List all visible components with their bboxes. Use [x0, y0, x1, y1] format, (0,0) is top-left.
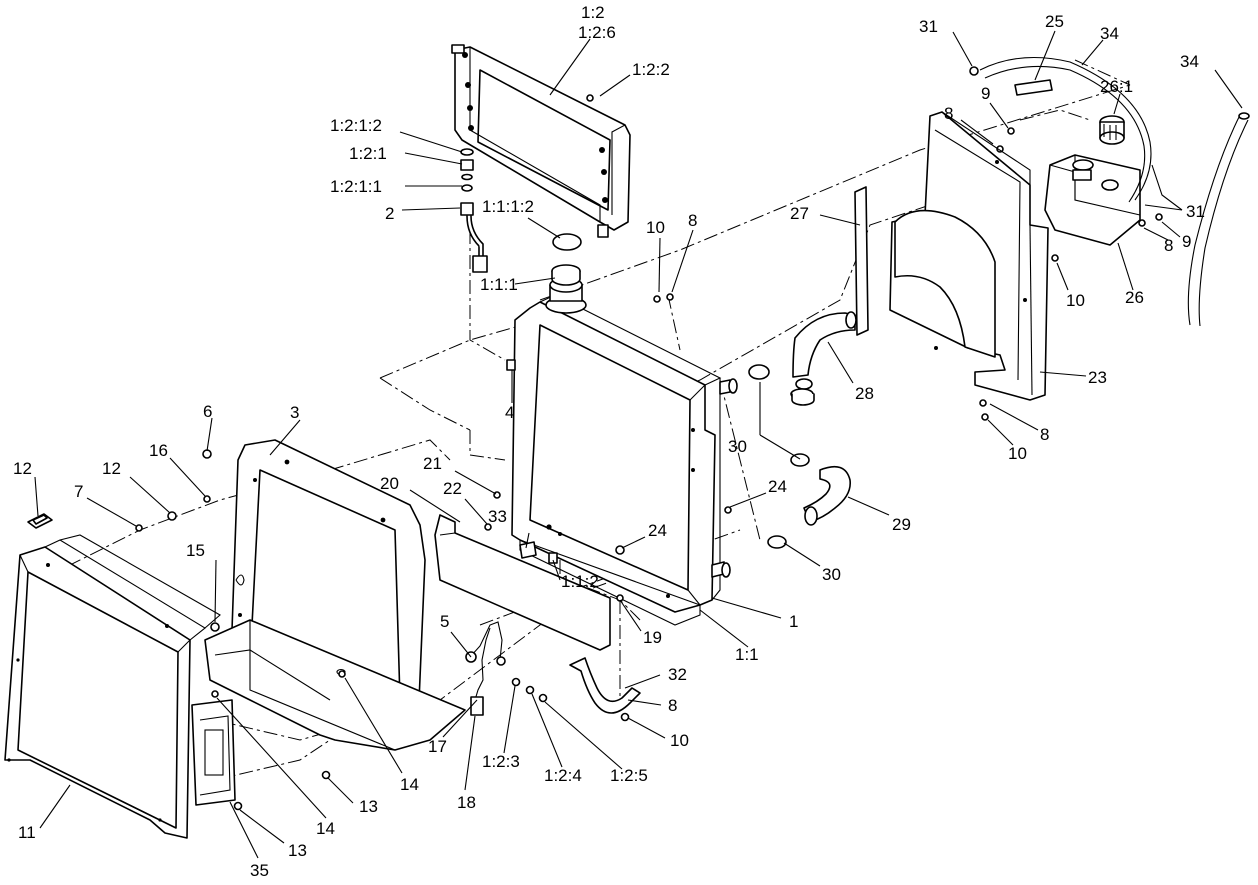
callout-24-b: 24	[648, 521, 667, 540]
callout-2: 2	[385, 204, 394, 223]
fasteners	[135, 66, 1163, 811]
callout-8-e: 8	[668, 696, 677, 715]
clip-bracket	[27, 513, 53, 529]
callout-1-1: 1:1	[735, 645, 759, 664]
callout-1-1-1-2: 1:1:1:2	[482, 197, 534, 216]
callout-4: 4	[505, 403, 514, 422]
mounting-plate	[191, 699, 236, 806]
reservoir-cap	[1099, 115, 1125, 145]
callout-33: 33	[488, 507, 507, 526]
overflow-hose-a	[979, 56, 1152, 203]
callout-7: 7	[74, 482, 83, 501]
callout-1-2: 1:2	[581, 3, 605, 22]
callout-9-a: 9	[981, 84, 990, 103]
callout-10-c: 10	[1008, 444, 1027, 463]
callout-15: 15	[186, 541, 205, 560]
callout-12-b: 12	[102, 459, 121, 478]
callout-31-b: 31	[1186, 202, 1205, 221]
callout-27: 27	[790, 204, 809, 223]
callout-10-b: 10	[1066, 291, 1085, 310]
callout-1-2-1-2: 1:2:1:2	[330, 116, 382, 135]
coolant-reservoir	[1044, 154, 1141, 246]
fan-shroud	[889, 111, 1049, 401]
callout-30-b: 30	[822, 565, 841, 584]
callout-11: 11	[18, 823, 36, 842]
callout-1-2-6: 1:2:6	[578, 23, 616, 42]
callout-34-b: 34	[1180, 52, 1199, 71]
callout-8-b: 8	[944, 104, 953, 123]
overflow-hose-b	[1187, 112, 1250, 327]
filler-neck	[545, 264, 587, 314]
sensor-lead	[465, 621, 506, 716]
callout-16: 16	[149, 441, 168, 460]
callout-labels: 1:2 1:2:6 1:2:2 1:2:1:2 1:2:1 1:2:1:1 2 …	[13, 3, 1205, 880]
callout-31-a: 31	[919, 17, 938, 36]
callout-1-2-2: 1:2:2	[632, 60, 670, 79]
callout-35: 35	[250, 861, 269, 880]
callout-9-b: 9	[1182, 232, 1191, 251]
callout-8-d: 8	[1040, 425, 1049, 444]
callout-13-b: 13	[288, 841, 307, 860]
callout-10-a: 10	[646, 218, 665, 237]
lower-bracket	[569, 657, 641, 714]
callout-22: 22	[443, 479, 462, 498]
callout-8-a: 8	[688, 211, 697, 230]
front-screen-frame	[4, 534, 221, 839]
callout-1-2-4: 1:2:4	[544, 766, 582, 785]
callout-13-a: 13	[359, 797, 378, 816]
callout-23: 23	[1088, 368, 1107, 387]
callout-1-2-1: 1:2:1	[349, 144, 387, 163]
callout-5: 5	[440, 612, 449, 631]
callout-32: 32	[668, 665, 687, 684]
strap	[1014, 79, 1053, 96]
callout-20: 20	[380, 474, 399, 493]
lower-baffle	[434, 514, 611, 651]
callout-14-b: 14	[316, 819, 335, 838]
callout-34-a: 34	[1100, 24, 1119, 43]
seal-strip	[854, 186, 869, 336]
callout-10-d: 10	[670, 731, 689, 750]
oil-cooler	[451, 44, 631, 238]
radiator-core	[511, 294, 738, 626]
callout-1-1-1: 1:1:1	[480, 275, 518, 294]
callout-18: 18	[457, 793, 476, 812]
callout-26-1: 26:1	[1100, 77, 1133, 96]
callout-25: 25	[1045, 12, 1064, 31]
callout-1: 1	[789, 612, 798, 631]
callout-14-a: 14	[400, 775, 419, 794]
callout-1-1-2: 1:1:2	[561, 572, 599, 591]
callout-3: 3	[290, 403, 299, 422]
callout-1-2-3: 1:2:3	[482, 752, 520, 771]
lower-hose	[767, 453, 852, 549]
callout-1-2-1-1: 1:2:1:1	[330, 177, 382, 196]
oil-cooler-fittings	[460, 148, 488, 273]
leader-lines	[34, 30, 1243, 859]
callout-30-a: 30	[728, 437, 747, 456]
callout-29: 29	[892, 515, 911, 534]
callout-26: 26	[1125, 288, 1144, 307]
upper-hose	[748, 311, 857, 406]
callout-17: 17	[428, 737, 447, 756]
callout-24-a: 24	[768, 477, 787, 496]
callout-21: 21	[423, 454, 442, 473]
callout-12-a: 12	[13, 459, 32, 478]
callout-1-2-5: 1:2:5	[610, 766, 648, 785]
callout-19: 19	[643, 628, 662, 647]
base-plate	[204, 619, 466, 751]
callout-6: 6	[203, 402, 212, 421]
callout-8-c: 8	[1164, 236, 1173, 255]
callout-28: 28	[855, 384, 874, 403]
